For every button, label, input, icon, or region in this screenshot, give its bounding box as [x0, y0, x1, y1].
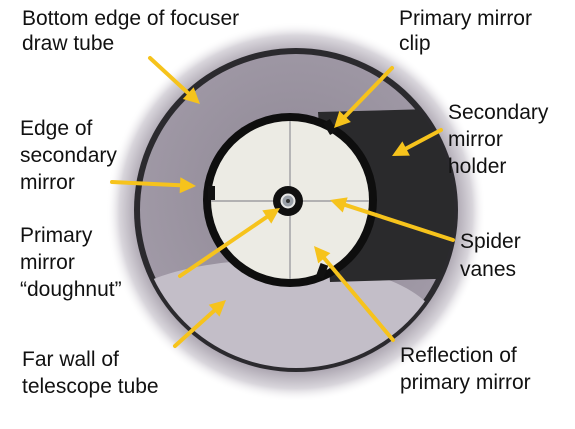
doughnut-center — [286, 199, 290, 203]
primary-mirror-clip-top — [323, 118, 337, 136]
primary-mirror-clip-left — [208, 186, 215, 200]
arrow-clip — [334, 66, 394, 128]
primary-mirror-clip-bottom — [315, 263, 329, 279]
arrow-spider — [330, 197, 455, 242]
arrows — [110, 56, 455, 348]
arrow-holder — [392, 128, 443, 156]
arrow-doughnut — [178, 208, 280, 278]
arrow-focuser — [148, 56, 200, 104]
arrow-reflection — [314, 246, 395, 342]
arrow-edge — [110, 177, 196, 194]
arrow-farwall — [173, 300, 226, 348]
